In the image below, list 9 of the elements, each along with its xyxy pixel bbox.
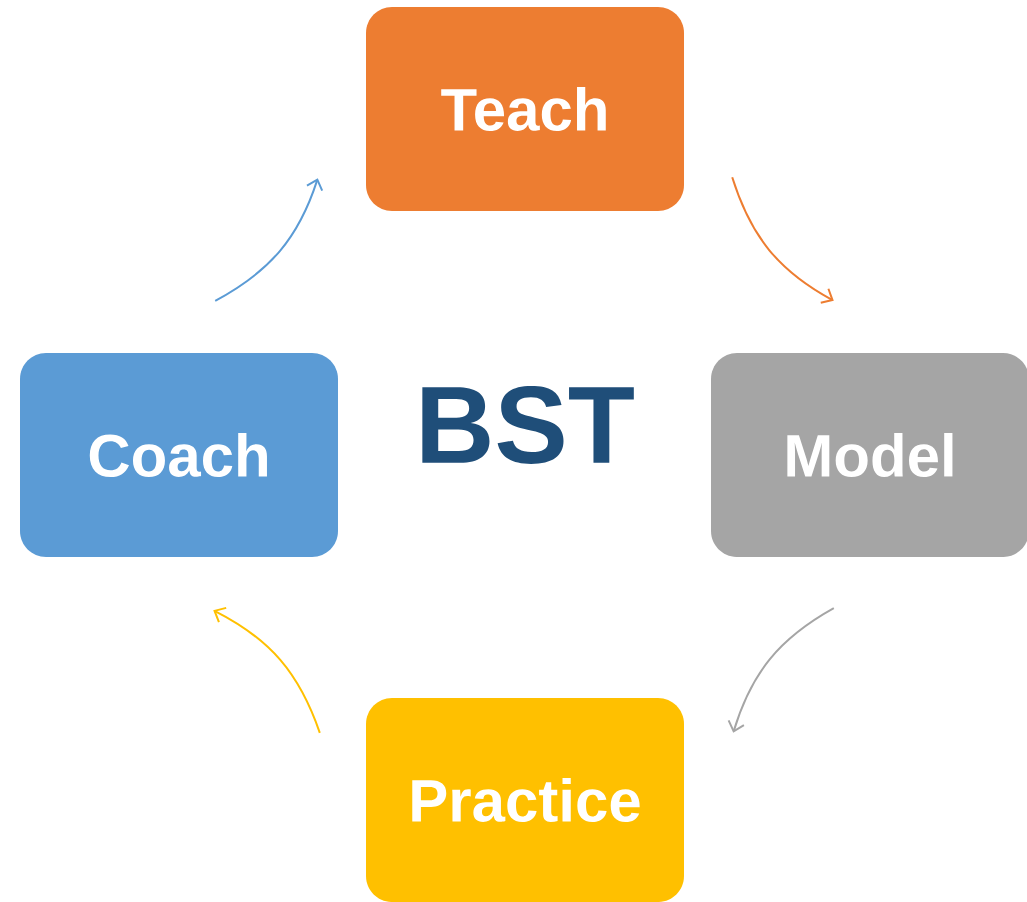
step-box: Model (711, 353, 1027, 557)
center-label: BST (422, 386, 634, 464)
step-box: Practice (366, 698, 684, 902)
arrow (731, 176, 834, 304)
arrow (214, 178, 324, 302)
arrow (213, 606, 321, 734)
arrow (727, 607, 835, 733)
step-box: Coach (20, 353, 338, 557)
step-box: Teach (366, 7, 684, 211)
